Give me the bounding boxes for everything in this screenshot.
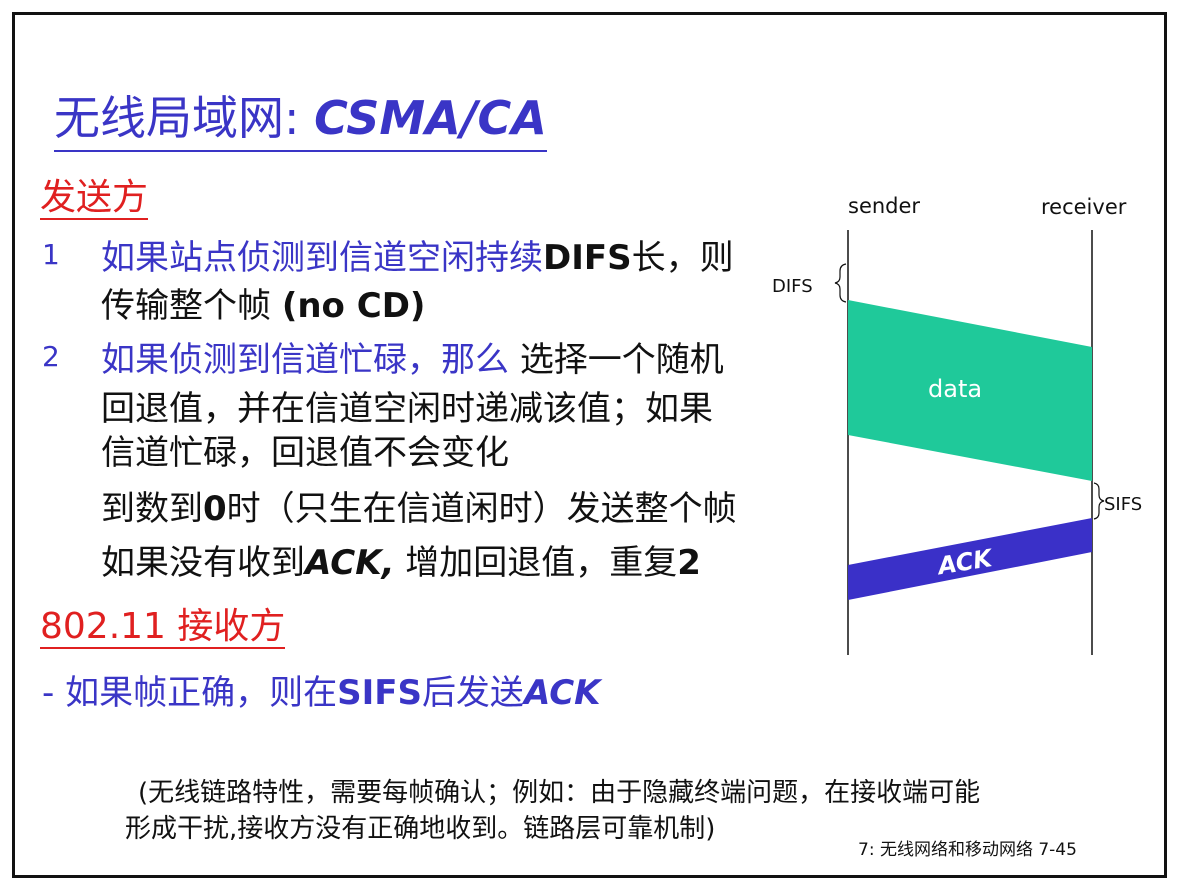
item1-line2: 传输整个帧 (no CD): [101, 278, 425, 327]
sender-label: sender: [848, 194, 920, 218]
receiver-item-sifs: SIFS: [337, 673, 422, 713]
item2-rest: 选择一个随机: [519, 340, 724, 380]
slide-number: 7: 无线网络和移动网络 7-45: [858, 840, 1077, 860]
data-label: data: [928, 375, 982, 403]
item2-line4-a: 到数到: [101, 489, 203, 529]
sender-heading: 发送方: [40, 168, 149, 220]
data-frame: [848, 300, 1092, 481]
csma-ca-timing-diagram: sender receiver DIFS data SIFS ACK: [772, 194, 1142, 655]
footnote-line2: 形成干扰,接收方没有正确地收到。链路层可靠机制): [125, 814, 716, 844]
title-prefix: 无线局域网:: [54, 91, 315, 145]
item2-line2: 回退值，并在信道空闲时递减该值；如果: [101, 389, 713, 429]
footnote-line1: (无线链路特性，需要每帧确认；例如：由于隐藏终端问题，在接收端可能: [138, 778, 981, 808]
slide-title: 无线局域网: CSMA/CA: [54, 82, 547, 152]
receiver-item-text-c: 后发送: [421, 673, 524, 713]
receiver-item-ack: ACK: [523, 673, 601, 713]
receiver-label: receiver: [1041, 195, 1127, 219]
item1-difs: DIFS: [543, 238, 632, 278]
ack-frame: [848, 518, 1092, 600]
item1-number: 1: [42, 238, 60, 271]
receiver-heading: 802.11 接收方: [40, 597, 286, 649]
sender-heading-text: 发送方: [40, 177, 149, 220]
item2-line4-c: 时（只生在信道闲时）发送整个帧: [226, 489, 737, 529]
item2-line1: 如果侦测到信道忙碌，那么 选择一个随机: [101, 332, 724, 381]
receiver-heading-text: 802.11 接收方: [40, 606, 286, 649]
item1-text: 如果站点侦测到信道空闲持续: [101, 238, 543, 278]
item2-line4: 到数到0时（只生在信道闲时）发送整个帧: [101, 481, 737, 530]
difs-label: DIFS: [772, 276, 813, 297]
sifs-brace: [1093, 482, 1105, 520]
item2-line5-two: 2: [677, 543, 701, 583]
item2-line3: 信道忙碌，回退值不会变化: [101, 433, 509, 473]
item2-lead: 如果侦测到信道忙碌，那么: [101, 340, 520, 380]
item2-line5: 如果没有收到ACK, 增加回退值，重复2: [101, 535, 701, 584]
item2-line5-a: 如果没有收到: [101, 543, 305, 583]
item1-line1: 如果站点侦测到信道空闲持续DIFS长，则: [101, 230, 734, 279]
slide-frame: [12, 12, 1167, 878]
item1-no-cd: (no CD): [281, 286, 426, 326]
receiver-item: - 如果帧正确，则在SIFS后发送ACK: [42, 665, 601, 714]
receiver-item-dash: -: [42, 673, 66, 713]
receiver-item-text-a: 如果帧正确，则在: [65, 673, 338, 713]
item2-line5-ack: ACK,: [305, 543, 395, 583]
difs-brace: [834, 263, 847, 303]
title-main: CSMA/CA: [314, 91, 547, 145]
item2-line5-c: 增加回退值，重复: [394, 543, 678, 583]
item1-tail: 长，则: [631, 238, 734, 278]
item2-line4-zero: 0: [203, 489, 227, 529]
title-underline: [54, 150, 547, 152]
sifs-label: SIFS: [1104, 494, 1142, 515]
item2-number: 2: [42, 340, 60, 373]
item1-line2-text: 传输整个帧: [101, 286, 282, 326]
